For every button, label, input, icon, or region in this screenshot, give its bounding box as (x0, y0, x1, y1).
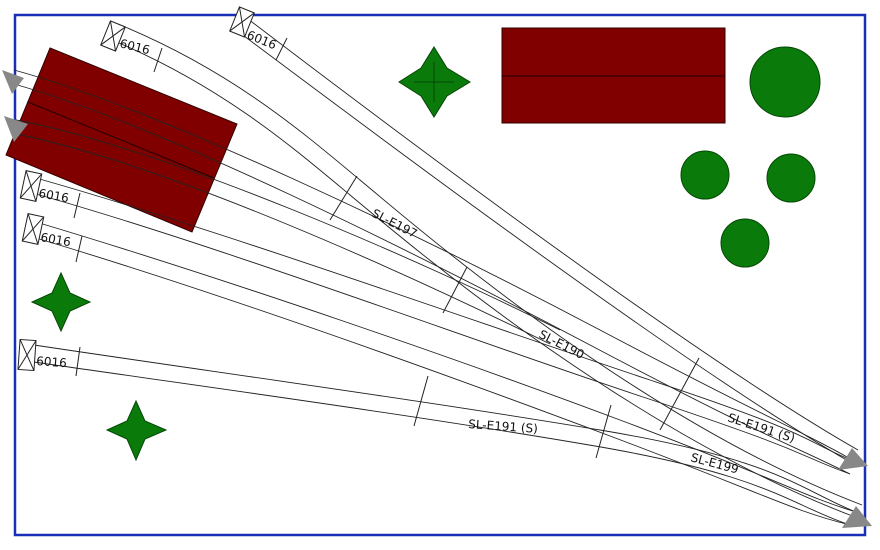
switch-label: SL-E191 (S) (468, 417, 539, 436)
bumper-label: 6016 (37, 186, 70, 205)
bumper-label: 6016 (36, 354, 67, 370)
building-top-right[interactable] (501, 27, 726, 124)
bumper-crossbox-icon[interactable] (19, 170, 43, 202)
triangle-arrow-icon[interactable] (2, 70, 24, 94)
round-tree-icon (766, 153, 816, 203)
star-tree-icon (30, 271, 92, 333)
track-tie-marks (73, 37, 700, 459)
bumper-crossbox-icon[interactable] (21, 213, 45, 245)
round-tree-icon (749, 46, 821, 118)
bumper-crossbox-icon[interactable] (17, 338, 37, 372)
round-tree-icon (680, 150, 730, 200)
star-tree-icon (398, 46, 471, 118)
track-network[interactable] (13, 15, 863, 526)
round-tree-icon (720, 218, 770, 268)
bumper-label: 6016 (39, 230, 72, 249)
triangle-arrow-icon[interactable] (838, 448, 868, 470)
triangle-arrow-icon[interactable] (842, 506, 872, 528)
star-tree-icon (105, 399, 168, 462)
triangle-arrow-icon[interactable] (4, 116, 28, 142)
building-left[interactable] (5, 47, 238, 233)
bumper-crossbox-icon[interactable] (100, 20, 126, 52)
bumper-crossbox-icon[interactable] (229, 6, 255, 38)
